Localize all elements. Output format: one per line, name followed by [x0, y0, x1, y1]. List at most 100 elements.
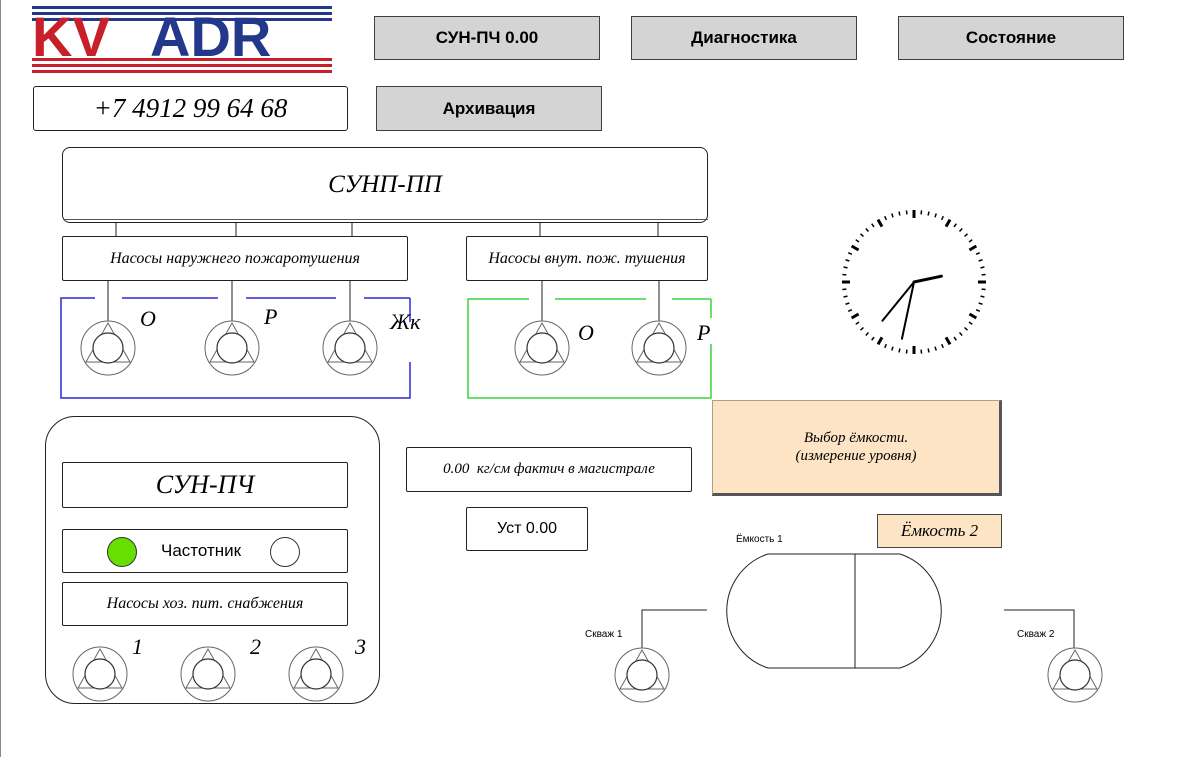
- inner-pumps-frame: [467, 298, 712, 399]
- clock-tick: [898, 211, 901, 216]
- pump-household-1[interactable]: [70, 644, 130, 704]
- clock-tick: [980, 266, 985, 269]
- household-pumps-title-box: Насосы хоз. пит. снабжения: [62, 582, 348, 626]
- pump-well-1[interactable]: [612, 645, 672, 705]
- sunp-pp-panel[interactable]: СУНП-ПП: [62, 147, 708, 223]
- household-pumps-title: Насосы хоз. пит. снабжения: [106, 595, 304, 612]
- clock-tick: [876, 336, 884, 346]
- tank2-label-box[interactable]: Ёмкость 2: [877, 514, 1002, 548]
- clock-tick: [855, 239, 860, 243]
- pump-label-inner-r: Р: [697, 320, 711, 345]
- sunp-pp-underline: [64, 218, 708, 220]
- pump-household-2[interactable]: [178, 644, 238, 704]
- inner-pumps-title: Насосы внут. пож. тушения: [488, 249, 686, 267]
- clock-tick: [975, 308, 981, 312]
- tank-select-line2: (измерение уровня): [795, 448, 917, 464]
- freq-converter-row[interactable]: Частотник: [62, 529, 348, 573]
- freq-label: Частотник: [161, 541, 242, 560]
- tank2-label: Ёмкость 2: [900, 521, 979, 540]
- outer-pumps-title-box: Насосы наружнего пожаротушения: [62, 236, 408, 281]
- freq-on-indicator: [107, 537, 137, 567]
- pump-label-inner-o: О: [578, 320, 594, 345]
- clock-tick: [978, 259, 983, 262]
- clock-tick: [940, 215, 944, 221]
- clock-tick: [958, 332, 963, 337]
- logo: KV ADR: [32, 5, 332, 73]
- clock-tick: [891, 346, 894, 351]
- pump-inner-o[interactable]: [512, 318, 572, 378]
- clock-tick: [953, 223, 957, 228]
- pump-label-outer-o: О: [140, 306, 156, 331]
- clock-tick: [871, 223, 875, 228]
- outer-pumps-title: Насосы наружнего пожаротушения: [110, 249, 360, 267]
- clock-minute-hand: [881, 281, 915, 322]
- clock-tick: [934, 346, 937, 351]
- setpoint-value: Уст 0.00: [496, 520, 557, 537]
- clock-tick: [944, 336, 952, 346]
- pump-household-3[interactable]: [286, 644, 346, 704]
- clock-tick: [940, 343, 944, 349]
- clock-tick: [934, 213, 937, 218]
- clock-tick: [876, 218, 884, 228]
- state-button[interactable]: Состояние: [898, 16, 1124, 60]
- clock-tick: [865, 227, 870, 232]
- clock-tick: [968, 321, 973, 325]
- logo-kv: KV: [32, 5, 110, 68]
- clock-tick: [968, 239, 973, 243]
- pressure-box: 0.00 кг/см фактич в магистрале: [406, 447, 692, 492]
- well1-label: Скваж 1: [585, 629, 623, 640]
- tank1-caption: Ёмкость 1: [736, 534, 783, 545]
- clock-tick: [884, 215, 888, 221]
- pump-outer-o[interactable]: [78, 318, 138, 378]
- pump-label-household-3: 3: [355, 634, 366, 659]
- pressure-unit: кг/см фактич в магистрале: [476, 461, 655, 477]
- pump-inner-r[interactable]: [629, 318, 689, 378]
- tank-select-line1: Выбор ёмкости.: [803, 430, 909, 446]
- clock-tick: [845, 259, 850, 262]
- clock-tick: [859, 233, 864, 238]
- clock-tick: [859, 326, 864, 331]
- inner-pumps-title-box: Насосы внут. пож. тушения: [466, 236, 708, 281]
- analog-clock: [842, 210, 986, 354]
- setpoint-box[interactable]: Уст 0.00: [466, 507, 588, 551]
- clock-tick: [964, 326, 969, 331]
- clock-ticks: [842, 210, 986, 354]
- tank-select-button[interactable]: Выбор ёмкости. (измерение уровня): [712, 400, 1002, 496]
- clock-tick: [978, 302, 983, 305]
- pump-label-household-1: 1: [132, 634, 143, 659]
- left-border: [0, 0, 1, 757]
- pump-label-household-2: 2: [250, 634, 261, 659]
- pump-outer-r[interactable]: [202, 318, 262, 378]
- clock-tick: [891, 213, 894, 218]
- sun-pch-title: СУН-ПЧ: [155, 470, 255, 499]
- clock-tick: [843, 295, 848, 298]
- tank-body: [726, 553, 942, 669]
- tank-diagram: [641, 553, 1075, 669]
- pump-label-outer-zhk: Жк: [390, 309, 421, 334]
- clock-tick: [944, 218, 952, 228]
- pump-well-2[interactable]: [1045, 645, 1105, 705]
- clock-second-hand: [900, 281, 915, 340]
- phone-number: +7 4912 99 64 68: [93, 93, 288, 123]
- clock-tick: [871, 336, 875, 341]
- clock-tick: [927, 211, 930, 216]
- pump-label-outer-r: Р: [264, 304, 278, 329]
- phone-box: +7 4912 99 64 68: [33, 86, 348, 131]
- clock-tick: [847, 252, 853, 256]
- clock-tick: [850, 244, 860, 252]
- sun-pch-title-box[interactable]: СУН-ПЧ: [62, 462, 348, 508]
- outer-pumps-frame: [60, 297, 411, 399]
- archive-button[interactable]: Архивация: [376, 86, 602, 131]
- pressure-value: 0.00: [443, 461, 470, 477]
- pump-outer-zhk[interactable]: [320, 318, 380, 378]
- clock-tick: [898, 348, 901, 353]
- sun-pch-button[interactable]: СУН-ПЧ 0.00: [374, 16, 600, 60]
- clock-tick: [980, 295, 985, 298]
- clock-tick: [850, 312, 860, 320]
- sunp-pp-title: СУНП-ПП: [328, 171, 442, 198]
- clock-tick: [958, 227, 963, 232]
- clock-hour-hand: [912, 274, 943, 284]
- clock-tick: [843, 266, 848, 269]
- diagnostics-button[interactable]: Диагностика: [631, 16, 857, 60]
